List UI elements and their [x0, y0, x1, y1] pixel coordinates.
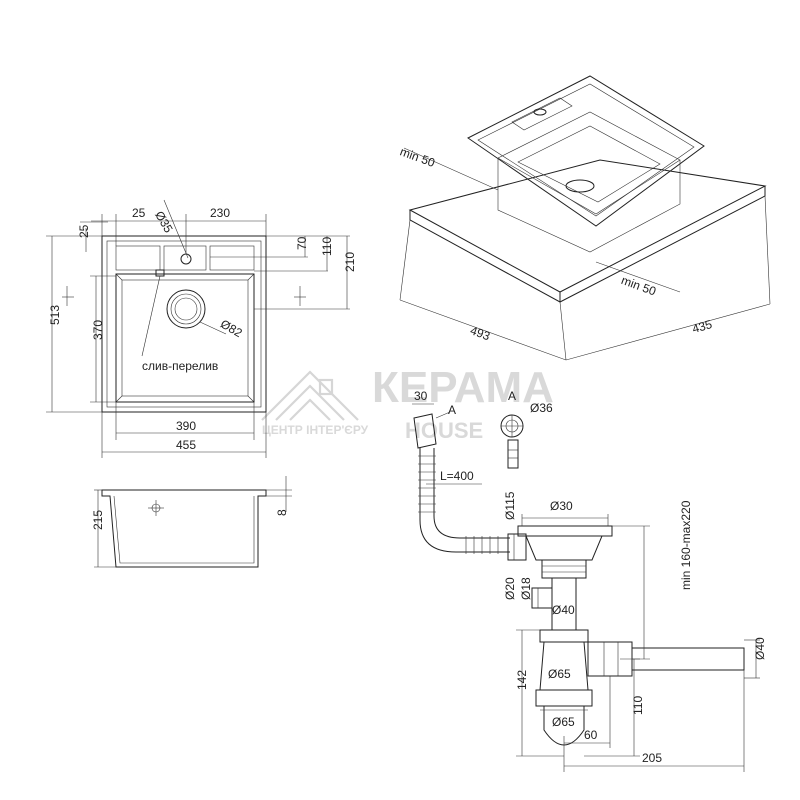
label-a1: A	[448, 403, 456, 417]
dim-40-outlet: Ø40	[753, 637, 767, 660]
watermark: КЕРАМА ЦЕНТР ІНТЕР'ЄРУ HOUSE	[261, 363, 554, 443]
dim-390: 390	[176, 419, 196, 433]
section-bowl	[113, 495, 255, 564]
sink-rim	[106, 240, 262, 408]
dim-370: 370	[91, 320, 105, 340]
hose-corrugation	[418, 455, 499, 554]
label-a2: A	[508, 389, 516, 403]
dim-8: 8	[275, 509, 289, 516]
dim-hole-diameter: Ø35	[152, 209, 176, 236]
dim-70: 70	[295, 236, 309, 250]
section-center-mark	[148, 500, 164, 516]
watermark-sub-left: ЦЕНТР ІНТЕР'ЄРУ	[262, 423, 369, 437]
tap-hole	[180, 253, 192, 265]
shelf-middle	[163, 245, 207, 271]
hose-length: L=400	[440, 469, 474, 483]
overflow-joint	[507, 533, 527, 561]
section-view: 215 8	[91, 476, 292, 568]
bowl-inner	[121, 279, 249, 397]
dim-435: 435	[691, 317, 714, 336]
dim-40-mid: Ø40	[552, 603, 575, 617]
bowl-outline	[115, 273, 255, 403]
dim-36: Ø36	[530, 401, 553, 415]
dim-30-neck: Ø30	[550, 499, 573, 513]
dim-110: 110	[320, 237, 334, 256]
dim-60: 60	[584, 728, 598, 742]
dim-min50-right: min 50	[619, 273, 658, 299]
strainer-body	[525, 535, 603, 561]
dim-493: 493	[468, 323, 492, 343]
dim-115: Ø115	[503, 491, 517, 520]
overflow-fitting	[413, 413, 437, 449]
trap-nut	[539, 629, 589, 643]
shelf-left	[115, 245, 161, 271]
dim-65-upper: Ø65	[548, 667, 571, 681]
overflow-label: слив-перелив	[142, 359, 218, 373]
siphon-assembly: 30 A L=400	[412, 389, 767, 772]
view-a-grate-icon	[500, 414, 524, 469]
drain-iso-icon	[565, 179, 595, 193]
countertop	[408, 159, 767, 293]
watermark-house-logo-icon	[261, 370, 359, 421]
side-inlet	[531, 587, 553, 609]
drain-icon	[166, 289, 206, 329]
dim-min50-left: min 50	[398, 144, 437, 170]
dim-142: 142	[515, 670, 529, 690]
dim-25-horizontal: 25	[132, 206, 146, 220]
sink-top-rim	[467, 75, 705, 227]
dim-513: 513	[48, 305, 62, 325]
sink-outline	[101, 235, 267, 413]
watermark-brand: КЕРАМА	[372, 363, 554, 412]
dim-drain-diameter: Ø82	[218, 317, 245, 341]
dim-30-top: 30	[414, 389, 428, 403]
dim-25-vertical: 25	[77, 224, 91, 238]
isometric-view: 493 435 min 50 min 50	[398, 75, 771, 361]
overflow-slot	[155, 269, 165, 277]
dim-210: 210	[343, 252, 357, 272]
dim-18: Ø18	[519, 577, 533, 600]
dim-110-siphon: 110	[631, 696, 645, 715]
trap-body	[539, 641, 589, 691]
top-view: слив-перелив 25 230 Ø35 513 370 25	[46, 199, 357, 458]
dim-65-lower: Ø65	[552, 715, 575, 729]
section-outline	[101, 489, 267, 568]
dim-230: 230	[210, 206, 230, 220]
dim-205: 205	[642, 751, 662, 765]
dim-215: 215	[91, 510, 105, 530]
tap-hole-iso	[511, 97, 573, 131]
shelf-right	[209, 245, 255, 271]
dim-455: 455	[176, 438, 196, 452]
watermark-sub-right: HOUSE	[405, 418, 483, 443]
overflow-hose	[419, 448, 510, 553]
strainer-flange	[517, 525, 613, 537]
dim-20: Ø20	[503, 577, 517, 600]
dim-height-range: min 160-max220	[679, 500, 693, 590]
